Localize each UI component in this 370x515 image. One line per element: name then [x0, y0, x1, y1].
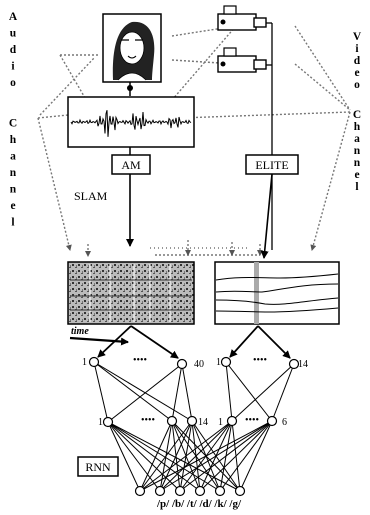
- right-input-first: 1: [216, 357, 221, 368]
- right-hidden-dots: ••••: [245, 415, 259, 426]
- network-node: [102, 416, 114, 428]
- layer-labels: 1 •••• 40 1 •••• 14 1 •••• 14 1 •••• 6: [82, 355, 308, 428]
- network-node: [220, 356, 232, 368]
- output-phonemes: /p/ /b/ /t/ /d/ /k/ /g/: [156, 498, 242, 510]
- rnn-label: RNN: [85, 460, 111, 474]
- network-node: [88, 356, 100, 368]
- network-nodes: [88, 356, 300, 497]
- left-input-dots: ••••: [133, 355, 147, 366]
- network-connections: [93, 361, 295, 492]
- network-node: [266, 415, 278, 427]
- right-hidden-last: 6: [282, 417, 287, 428]
- left-hidden-first: 1: [98, 417, 103, 428]
- left-input-last: 40: [194, 359, 204, 370]
- rnn-box: RNN: [77, 456, 119, 477]
- am-box: AM: [111, 154, 151, 175]
- spectrogram-icon: [67, 261, 195, 325]
- video-camera-icon: [217, 5, 267, 73]
- elite-box: ELITE: [245, 154, 299, 175]
- network-node: [176, 358, 188, 370]
- left-hidden-dots: ••••: [141, 415, 155, 426]
- right-input-dots: ••••: [253, 355, 267, 366]
- time-label: time: [71, 326, 89, 337]
- time-axis: time: [69, 326, 129, 346]
- network-node: [288, 358, 300, 370]
- right-input-last: 14: [298, 359, 308, 370]
- left-input-first: 1: [82, 357, 87, 368]
- input-arrows: [97, 325, 291, 359]
- waveform-icon: [67, 96, 195, 148]
- network-node: [214, 485, 226, 497]
- face-icon: [102, 13, 162, 83]
- network-node: [174, 485, 186, 497]
- network-node: [194, 485, 206, 497]
- left-hidden-last: 14: [198, 417, 208, 428]
- network-node: [166, 415, 178, 427]
- right-hidden-first: 1: [218, 417, 223, 428]
- microphone-cable: [127, 82, 133, 96]
- network-node: [154, 485, 166, 497]
- network-node: [226, 415, 238, 427]
- network-node: [234, 485, 246, 497]
- elite-label: ELITE: [255, 158, 288, 172]
- am-label: AM: [121, 158, 141, 172]
- lip-trajectory-icon: [214, 261, 340, 325]
- network-node: [186, 415, 198, 427]
- slam-label: SLAM: [74, 189, 108, 203]
- network-node: [134, 485, 146, 497]
